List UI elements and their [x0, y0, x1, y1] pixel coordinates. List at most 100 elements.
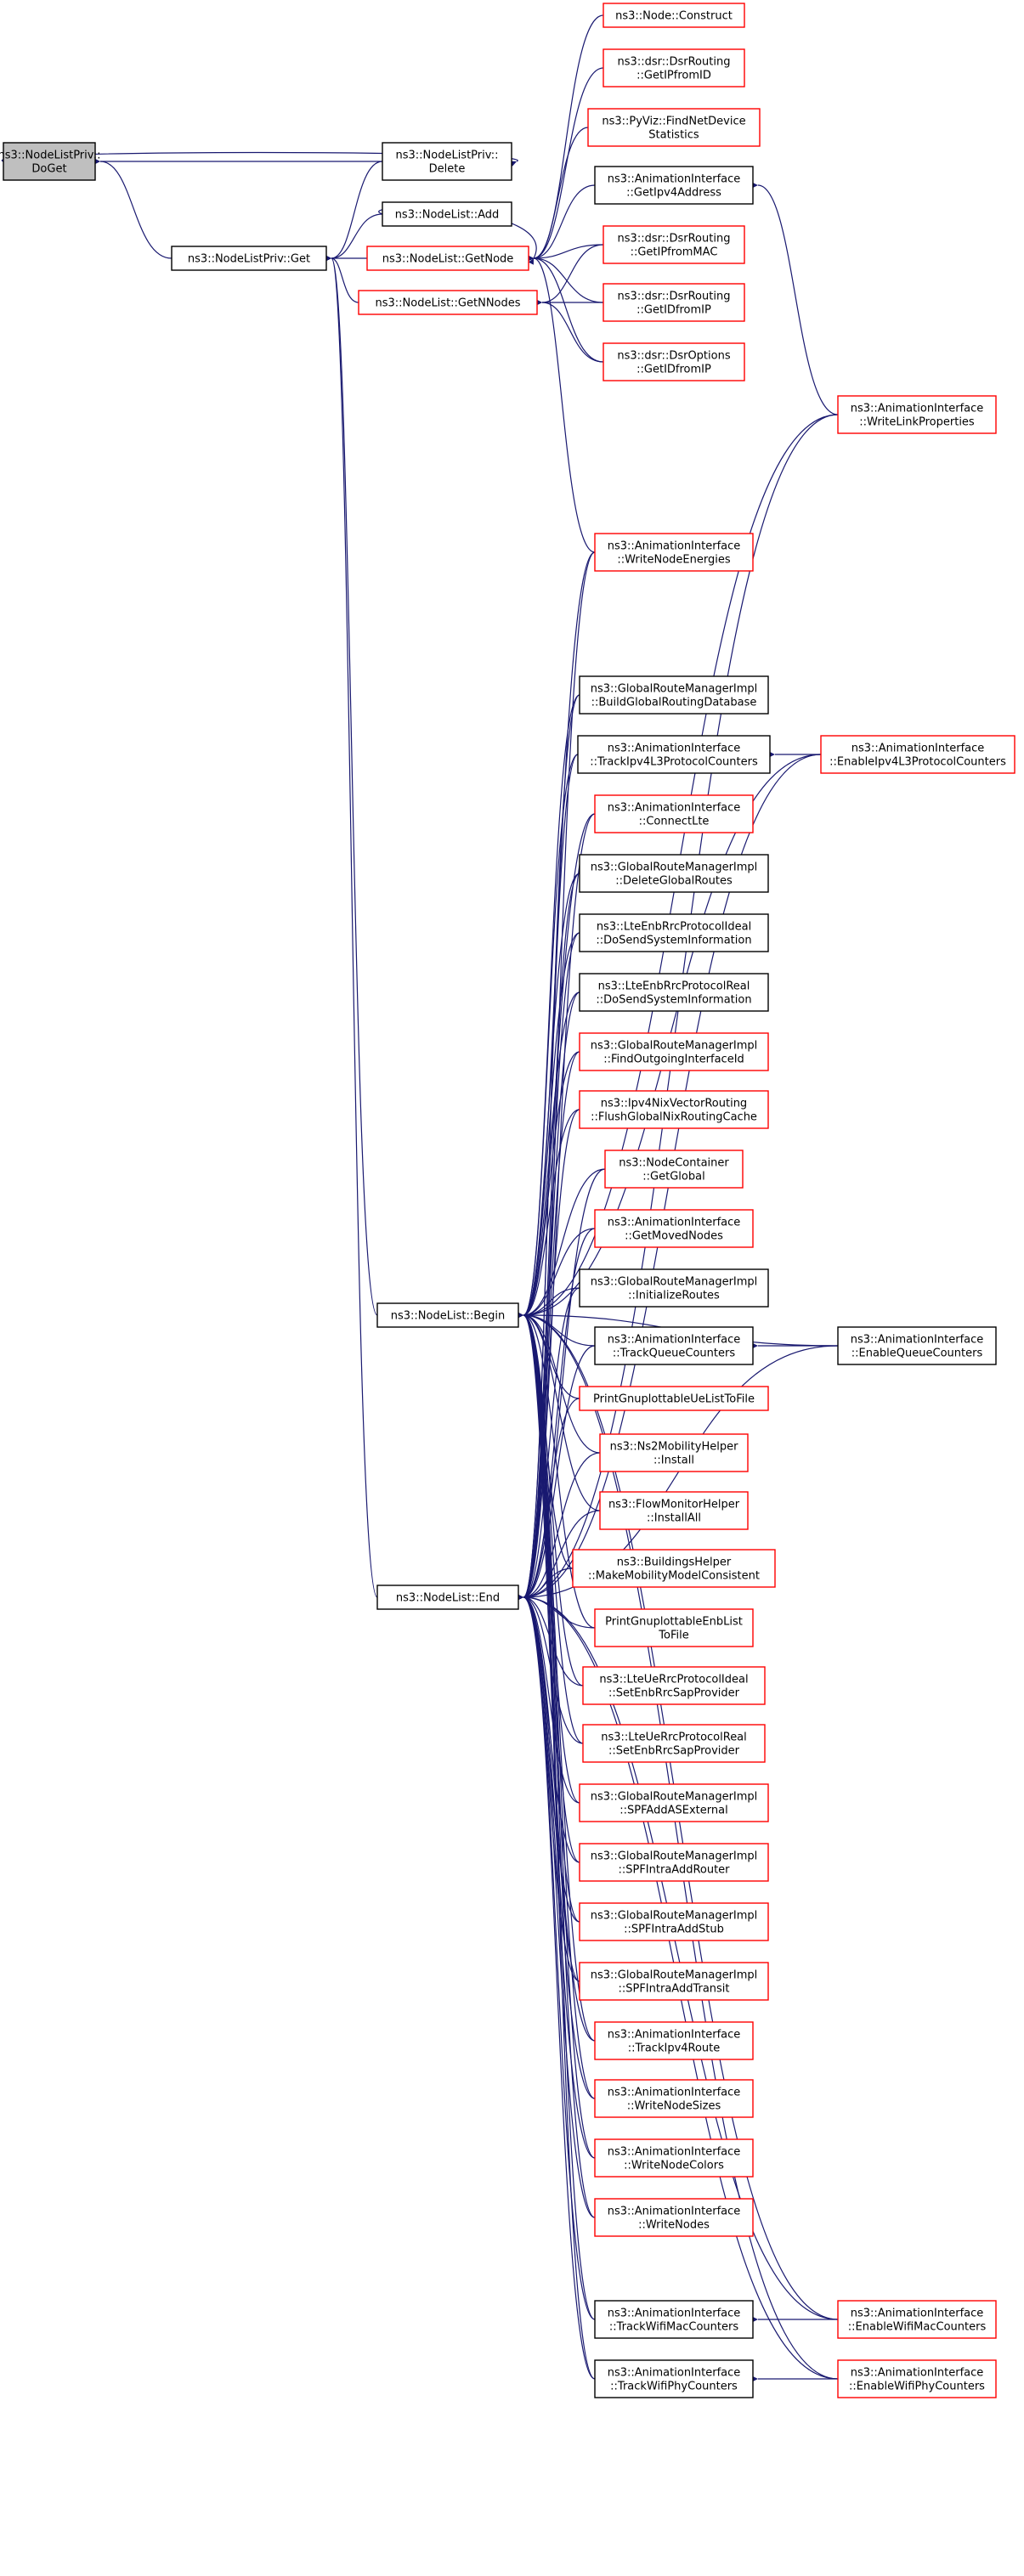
node-ai-writenodecolors[interactable]: ns3::AnimationInterface::WriteNodeColors [594, 2138, 754, 2178]
node-ai-writenodeenergies[interactable]: ns3::AnimationInterface::WriteNodeEnergi… [594, 533, 754, 572]
node-label-line: ns3::GlobalRouteManagerImpl [591, 1040, 758, 1053]
node-box [582, 1724, 766, 1763]
edge-grm_initroutes-to-nl_end [517, 1287, 580, 1601]
edge-nl_getnnodes-to-priv_get [325, 255, 359, 303]
node-label-line: ns3::NodeContainer [619, 1157, 729, 1170]
node-label-line: PrintGnuplottableEnbList [605, 1616, 743, 1629]
node-dsropt-getidfromip[interactable]: ns3::dsr::DsrOptions::GetIDfromIP [603, 342, 745, 381]
node-nl-add[interactable]: ns3::NodeList::Add [382, 201, 512, 227]
node-ai-writenodes[interactable]: ns3::AnimationInterface::WriteNodes [594, 2198, 754, 2237]
node-ai-getmoved[interactable]: ns3::AnimationInterface::GetMovedNodes [594, 1209, 754, 1248]
node-label-line: ns3::NodeList::Begin [391, 1310, 505, 1323]
node-box [837, 1326, 997, 1365]
node-ai-trackipv4route[interactable]: ns3::AnimationInterface::TrackIpv4Route [594, 2021, 754, 2060]
node-ai-getipv4[interactable]: ns3::AnimationInterface::GetIpv4Address [594, 166, 754, 205]
node-lte-enb-ideal[interactable]: ns3::LteEnbRrcProtocolIdeal::DoSendSyste… [579, 913, 769, 952]
node-nl-getnnodes[interactable]: ns3::NodeList::GetNNodes [358, 290, 538, 315]
edge-print_uelist-to-nl_end [517, 1398, 580, 1601]
edge-lte_enb_ideal-to-nl_begin [517, 932, 580, 1319]
node-priv-delete[interactable]: ns3::NodeListPriv::Delete [382, 142, 512, 181]
node-nl-getnode[interactable]: ns3::NodeList::GetNode [366, 246, 529, 271]
node-box [587, 108, 761, 147]
node-box [579, 675, 769, 715]
node-box [376, 1585, 519, 1610]
node-label-line: ns3::FlowMonitorHelper [608, 1499, 740, 1511]
node-ai-enablewifiphy[interactable]: ns3::AnimationInterface::EnableWifiPhyCo… [837, 2359, 997, 2398]
node-box [579, 1032, 769, 1071]
node-label-line: ::DoSendSystemInformation [596, 935, 751, 947]
node-dsr-getipfrommac[interactable]: ns3::dsr::DsrRouting::GetIPfromMAC [603, 225, 745, 264]
edge-ai_getmoved-to-nl_begin [517, 1228, 596, 1319]
edge-ai_trackqueue-to-nl_end [517, 1345, 596, 1601]
node-ai-trackipv4l3[interactable]: ns3::AnimationInterface::TrackIpv4L3Prot… [577, 735, 771, 774]
node-priv-get[interactable]: ns3::NodeListPriv::Get [171, 246, 327, 271]
node-box [3, 142, 96, 181]
node-label-line: ns3::LteEnbRrcProtocolReal [598, 980, 750, 993]
edge-dsropt_getidfromip-to-nl_getnnodes [535, 299, 604, 363]
node-label-line: ::TrackWifiPhyCounters [610, 2381, 738, 2393]
edge-nl_begin-to-priv_get [325, 255, 378, 1316]
node-label-line: ::EnableWifiPhyCounters [849, 2381, 985, 2393]
node-label-line: ::EnableQueueCounters [851, 1347, 983, 1360]
node-label-line: ::SetEnbRrcSapProvider [608, 1687, 740, 1700]
node-lte-enb-real[interactable]: ns3::LteEnbRrcProtocolReal::DoSendSystem… [579, 973, 769, 1012]
node-lte-ue-ideal[interactable]: ns3::LteUeRrcProtocolIdeal::SetEnbRrcSap… [582, 1666, 766, 1705]
node-label-line: ns3::NodeList::GetNode [382, 253, 514, 266]
edge-ai_trackipv4l3-to-nl_end [517, 754, 579, 1601]
node-label-line: ns3::dsr::DsrOptions [617, 350, 730, 363]
node-label-line: ns3::dsr::DsrRouting [618, 56, 731, 69]
node-doget[interactable]: ns3::NodeListPriv::DoGet [0, 142, 101, 181]
node-ai-trackwifiphy[interactable]: ns3::AnimationInterface::TrackWifiPhyCou… [594, 2359, 754, 2398]
node-ai-enablewifimac[interactable]: ns3::AnimationInterface::EnableWifiMacCo… [837, 2300, 997, 2339]
node-dsr-getipfromid[interactable]: ns3::dsr::DsrRouting::GetIPfromID [603, 48, 745, 88]
node-ai-writelinkprops[interactable]: ns3::AnimationInterface::WriteLinkProper… [837, 395, 997, 434]
node-ai-connectlte[interactable]: ns3::AnimationInterface::ConnectLte [594, 794, 754, 833]
node-nc-getglobal[interactable]: ns3::NodeContainer::GetGlobal [604, 1150, 744, 1189]
edge-ai_writelinkprops-to-ai_getipv4 [751, 182, 839, 415]
node-label-line: ns3::LteUeRrcProtocolReal [601, 1731, 747, 1744]
node-ai-writenodesizes[interactable]: ns3::AnimationInterface::WriteNodeSizes [594, 2079, 754, 2118]
node-box [579, 1843, 769, 1882]
node-dsr-getidfromip[interactable]: ns3::dsr::DsrRouting::GetIDfromIP [603, 283, 745, 322]
node-box [603, 3, 745, 28]
node-label-line: ::InitializeRoutes [628, 1290, 720, 1302]
node-ai-trackqueue[interactable]: ns3::AnimationInterface::TrackQueueCount… [594, 1326, 754, 1365]
node-box [579, 1268, 769, 1308]
node-nl-end[interactable]: ns3::NodeList::End [376, 1585, 519, 1610]
node-label-line: ::WriteNodeColors [624, 2160, 724, 2172]
node-box [594, 2300, 754, 2339]
node-grm-initroutes[interactable]: ns3::GlobalRouteManagerImpl::InitializeR… [579, 1268, 769, 1308]
node-ai-enablequeue[interactable]: ns3::AnimationInterface::EnableQueueCoun… [837, 1326, 997, 1365]
node-grm-findoutgoing[interactable]: ns3::GlobalRouteManagerImpl::FindOutgoin… [579, 1032, 769, 1071]
node-box [604, 1150, 744, 1189]
node-grm-spfstub[interactable]: ns3::GlobalRouteManagerImpl::SPFIntraAdd… [579, 1902, 769, 1941]
node-box [594, 533, 754, 572]
node-box [577, 735, 771, 774]
node-ai-enableipv4l3[interactable]: ns3::AnimationInterface::EnableIpv4L3Pro… [820, 735, 1016, 774]
node-bld-makeconsistent[interactable]: ns3::BuildingsHelper::MakeMobilityModelC… [572, 1549, 776, 1588]
node-label-line: ::GetIPfromMAC [631, 246, 718, 259]
node-flow-installall[interactable]: ns3::FlowMonitorHelper::InstallAll [599, 1491, 749, 1530]
node-grm-spfaddas[interactable]: ns3::GlobalRouteManagerImpl::SPFAddASExt… [579, 1783, 769, 1822]
edge-lte_enb_real-to-nl_begin [517, 991, 580, 1319]
node-lte-ue-real[interactable]: ns3::LteUeRrcProtocolReal::SetEnbRrcSapP… [582, 1724, 766, 1763]
node-grm-buildglobal[interactable]: ns3::GlobalRouteManagerImpl::BuildGlobal… [579, 675, 769, 715]
node-nix-flush[interactable]: ns3::Ipv4NixVectorRouting::FlushGlobalNi… [579, 1090, 769, 1129]
node-ai-trackwifimac[interactable]: ns3::AnimationInterface::TrackWifiMacCou… [594, 2300, 754, 2339]
edge-nl_end-to-priv_get [325, 255, 378, 1598]
node-box [579, 1962, 769, 2001]
node-grm-spfrouter[interactable]: ns3::GlobalRouteManagerImpl::SPFIntraAdd… [579, 1843, 769, 1882]
node-label-line: ns3::AnimationInterface [608, 1217, 741, 1229]
node-box [358, 290, 538, 315]
node-grm-deleteglobal[interactable]: ns3::GlobalRouteManagerImpl::DeleteGloba… [579, 854, 769, 893]
edge-lte_ue_ideal-to-nl_end [517, 1594, 584, 1686]
edge-nc_getglobal-to-nl_end [517, 1168, 606, 1601]
node-node-construct[interactable]: ns3::Node::Construct [603, 3, 745, 28]
node-grm-spftransit[interactable]: ns3::GlobalRouteManagerImpl::SPFIntraAdd… [579, 1962, 769, 2001]
node-ns2-install[interactable]: ns3::Ns2MobilityHelper::Install [599, 1433, 749, 1472]
node-nl-begin[interactable]: ns3::NodeList::Begin [376, 1302, 519, 1328]
node-label-line: ::SPFIntraAddRouter [618, 1864, 730, 1877]
node-print-uelist[interactable]: PrintGnuplottableUeListToFile [579, 1386, 769, 1411]
